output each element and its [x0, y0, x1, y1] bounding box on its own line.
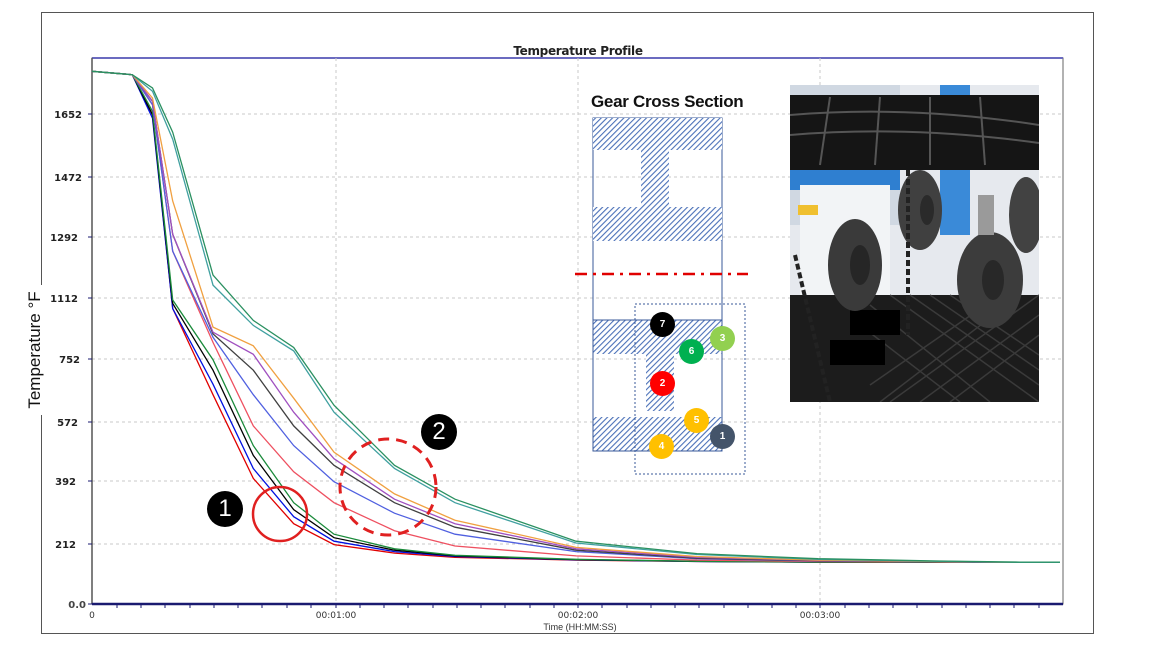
- series-line: [91, 70, 1060, 563]
- y-tick: 212: [55, 540, 76, 551]
- thermocouple-5: 5: [684, 408, 709, 433]
- y-tick: 392: [55, 477, 76, 488]
- x-tick: 00:01:00: [316, 611, 357, 621]
- thermocouple-2: 2: [650, 371, 675, 396]
- x-tick: 0: [89, 611, 95, 621]
- x-tick-labels: 0 00:01:00 00:02:00 00:03:00: [89, 611, 840, 621]
- chart-title-text: Temperature Profile: [513, 44, 643, 58]
- thermocouple-4: 4: [649, 434, 674, 459]
- marker-2: 2: [421, 414, 457, 450]
- y-tick: 752: [59, 355, 80, 366]
- series-lines: [91, 70, 1060, 564]
- thermocouple-1: 1: [710, 424, 735, 449]
- gear-cross-section-title: Gear Cross Section: [591, 92, 744, 111]
- thermocouple-7: 7: [650, 312, 675, 337]
- y-tick: 1472: [54, 173, 82, 184]
- y-tick-labels: 1652 1472 1292 1112 752 572 392 212 0.0: [50, 110, 86, 611]
- y-tick: 1292: [50, 233, 78, 244]
- chart-title: Temperature Profile: [0, 44, 1150, 58]
- gear-fixture-photo: [790, 85, 1039, 402]
- x-axis-label: Time (HH:MM:SS): [543, 622, 617, 632]
- y-tick: 572: [57, 418, 78, 429]
- thermocouple-6: 6: [679, 339, 704, 364]
- x-tick: 00:02:00: [558, 611, 599, 621]
- marker-1: 1: [207, 491, 243, 527]
- thermocouple-3: 3: [710, 326, 735, 351]
- x-tick: 00:03:00: [800, 611, 841, 621]
- y-tick: 1652: [54, 110, 82, 121]
- y-tick: 1112: [50, 294, 78, 305]
- y-tick: 0.0: [68, 600, 86, 611]
- annotation-circle-2: [338, 437, 438, 537]
- photo-illustration: [790, 85, 1039, 402]
- annotation-circle-1: [251, 485, 309, 543]
- y-axis-label: Temperature °F: [25, 285, 45, 415]
